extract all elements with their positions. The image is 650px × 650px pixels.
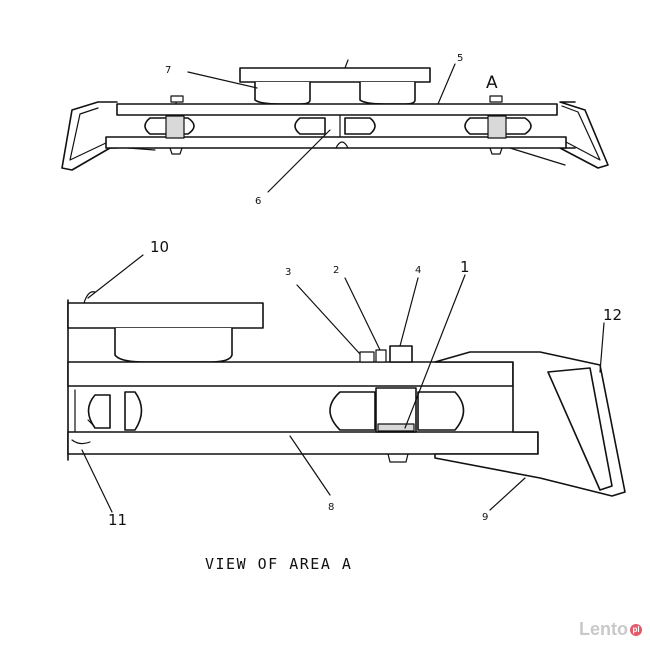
callout-6: 6 — [255, 196, 261, 207]
callout-11: 11 — [108, 511, 127, 529]
top-right-bracket — [559, 101, 609, 169]
bottom-roller-left — [87, 391, 143, 431]
top-left-bracket-inner — [69, 107, 109, 161]
bottom-view: 10 3 2 4 1 12 11 8 9 — [67, 238, 626, 529]
callout-3: 3 — [285, 267, 291, 278]
callout-5: 5 — [457, 53, 463, 64]
top-upper-bar — [116, 103, 558, 116]
bottom-right-bracket-slot — [547, 367, 613, 491]
bolt-4 — [389, 345, 413, 363]
bottom-upper-bar — [67, 361, 514, 387]
top-roller-mid — [294, 117, 376, 135]
bolt-3 — [359, 351, 375, 363]
top-roller-right — [464, 117, 532, 135]
callout-8: 8 — [328, 502, 334, 513]
bottom-roller-right — [329, 391, 465, 431]
callout-12: 12 — [603, 306, 622, 324]
watermark-text: Lento — [579, 619, 628, 639]
top-cylinder-right — [359, 81, 416, 105]
top-plate — [239, 67, 431, 83]
view-caption: VIEW OF AREA A — [205, 555, 352, 573]
callout-10: 10 — [150, 238, 169, 256]
top-right-bracket-inner — [561, 105, 601, 161]
callout-9: 9 — [482, 512, 488, 523]
bottom-cylinder — [114, 327, 233, 363]
bottom-top-plate — [67, 302, 264, 329]
area-a-label: A — [486, 73, 498, 93]
watermark-badge: pl — [630, 623, 642, 636]
top-cylinder-left — [254, 81, 311, 105]
callout-7: 7 — [165, 65, 171, 76]
bolt-2 — [375, 349, 387, 363]
top-lower-bar — [105, 136, 567, 149]
top-view: 7 5 6 A — [61, 53, 609, 207]
callout-1: 1 — [460, 258, 470, 276]
callout-4: 4 — [415, 265, 421, 276]
watermark: Lento pl — [579, 619, 642, 640]
bottom-lower-bar — [67, 431, 539, 455]
callout-2: 2 — [333, 265, 339, 276]
